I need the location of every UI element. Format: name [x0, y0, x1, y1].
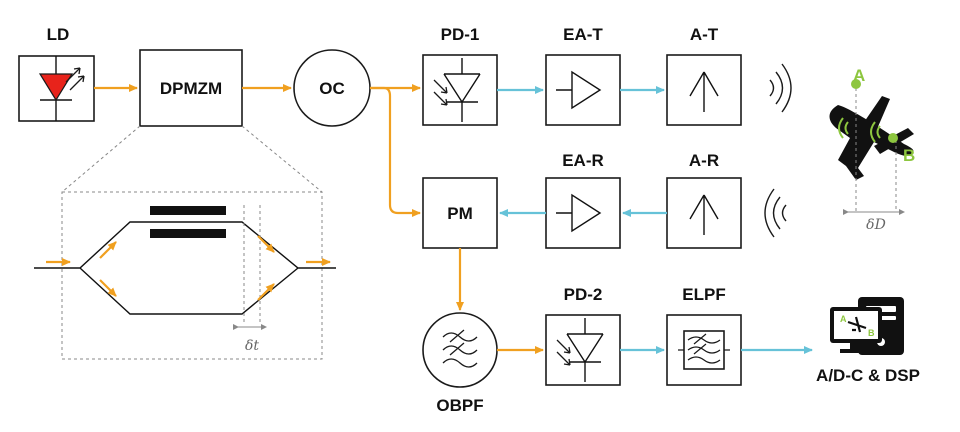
- ear-label: EA-R: [562, 151, 604, 170]
- amplifier-triangle-icon: [556, 193, 602, 233]
- transmit-waves-icon: [769, 63, 792, 113]
- photodiode-icon: [443, 58, 481, 122]
- eat-label: EA-T: [563, 25, 603, 44]
- pd1-label: PD-1: [441, 25, 480, 44]
- echo-waves-a-icon: [838, 117, 849, 139]
- photodiode-icon: [566, 318, 604, 382]
- ld-label: LD: [47, 25, 70, 44]
- photodetector-2-block: [545, 314, 621, 386]
- adc-dsp-label: A/D-C & DSP: [816, 366, 920, 385]
- transmit-antenna-block: [666, 54, 742, 126]
- link-oc-pm: [370, 86, 421, 217]
- amplifier-triangle-icon: [556, 70, 602, 110]
- transmit-amplifier-block: [545, 54, 621, 126]
- airplane-target: A B δD: [829, 66, 915, 233]
- receive-waves-icon: [764, 188, 787, 238]
- filter-waves-icon: [678, 333, 730, 364]
- electrode-top: [150, 206, 226, 215]
- laser-diode-block: [18, 55, 95, 122]
- oc-label: OC: [319, 79, 345, 98]
- antenna-icon: [689, 71, 719, 112]
- echo-waves-b-icon: [870, 121, 881, 143]
- dpmzm-inset: δt: [34, 125, 336, 360]
- antenna-icon: [689, 194, 719, 235]
- elpf-label: ELPF: [682, 285, 725, 304]
- pm-label: PM: [447, 204, 473, 223]
- pd2-label: PD-2: [564, 285, 603, 304]
- electrode-bottom: [150, 229, 226, 238]
- dpmzm-block: DPMZM: [139, 49, 243, 127]
- at-label: A-T: [690, 25, 719, 44]
- receive-amplifier-block: [545, 177, 621, 249]
- ar-label: A-R: [689, 151, 719, 170]
- monitor-point-b: B: [868, 328, 875, 338]
- computer-icon: A B: [830, 297, 904, 355]
- laser-triangle-icon: [38, 73, 74, 102]
- phase-modulator-block: PM: [422, 177, 498, 249]
- point-a-marker: [851, 79, 861, 89]
- target-point-b-label: B: [903, 146, 915, 165]
- receive-antenna-block: [666, 177, 742, 249]
- optical-coupler-block: OC: [293, 49, 371, 127]
- delta-t-label: δt: [245, 338, 259, 354]
- electrical-lowpass-filter-block: [666, 314, 742, 386]
- optical-bandpass-filter-block: [422, 312, 498, 388]
- airplane-mini-icon: [847, 316, 867, 333]
- monitor-point-a: A: [840, 314, 847, 324]
- delta-d-label: δD: [866, 217, 886, 233]
- obpf-label: OBPF: [436, 396, 483, 415]
- emission-arrows-icon: [65, 67, 85, 91]
- target-point-a-label: A: [853, 66, 865, 85]
- filter-waves-icon: [442, 329, 478, 368]
- dpmzm-label: DPMZM: [160, 79, 222, 98]
- photodetector-1-block: [422, 54, 498, 126]
- point-b-marker: [888, 133, 898, 143]
